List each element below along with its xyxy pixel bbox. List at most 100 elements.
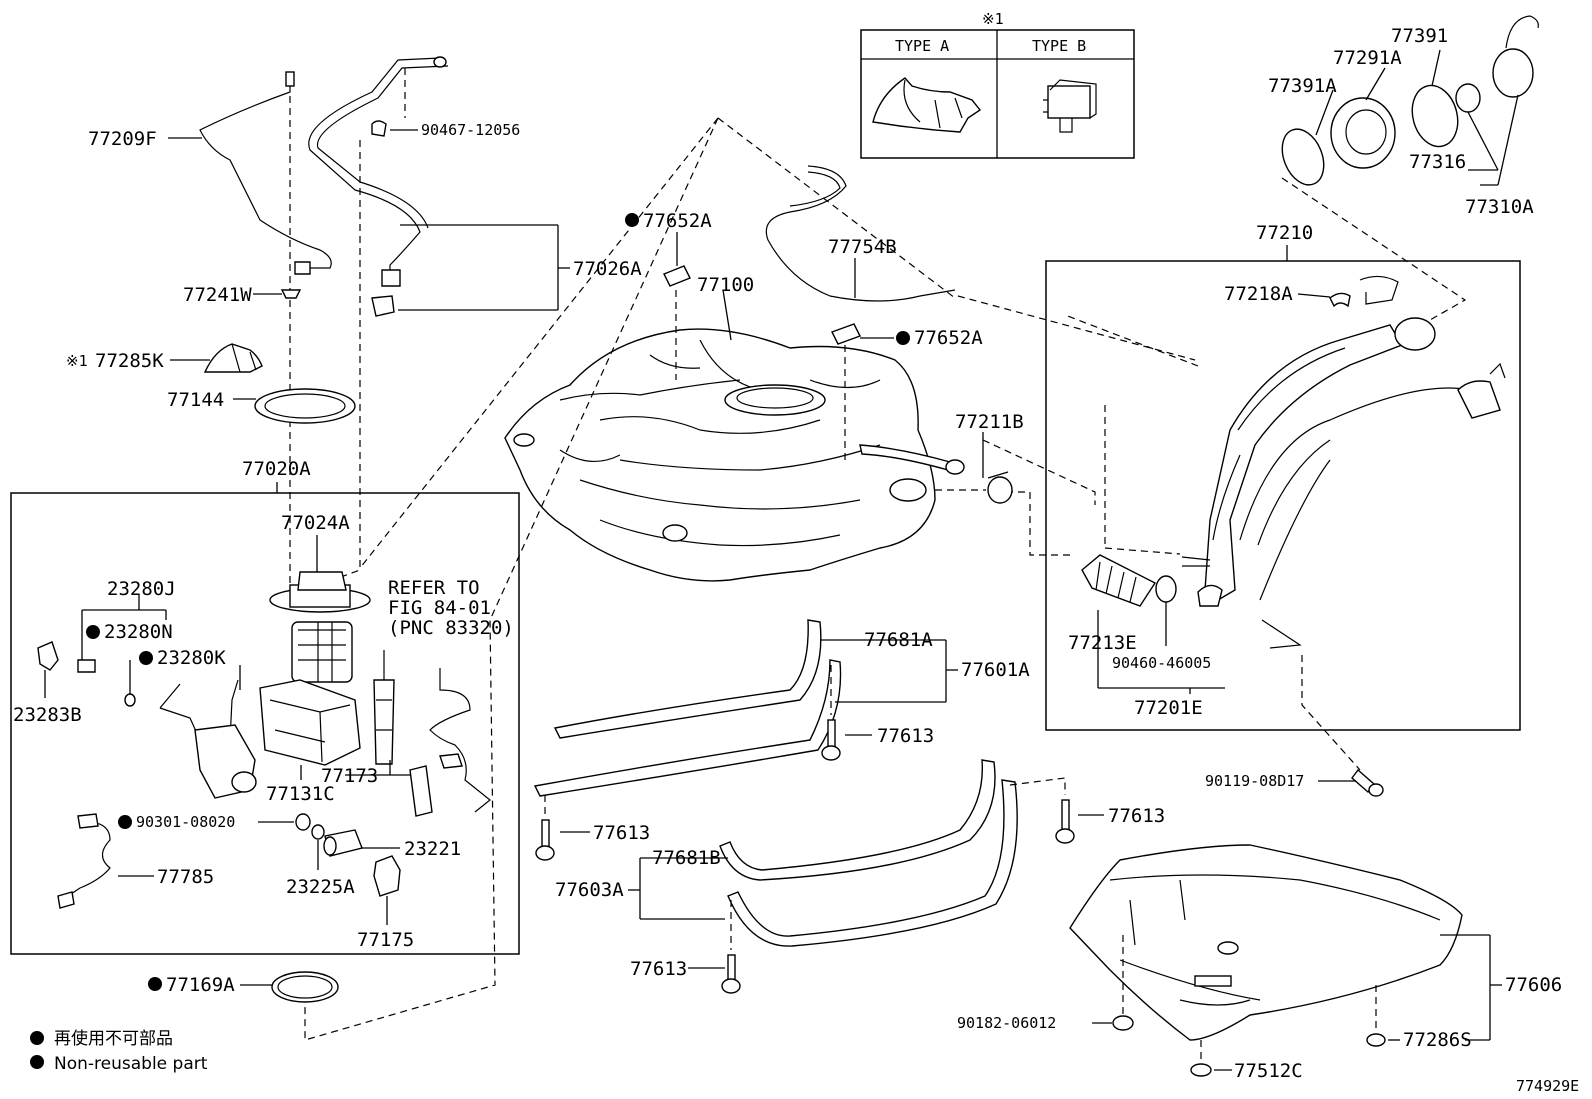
label-77754B: 77754B (828, 236, 897, 258)
type-b-label: TYPE B (1032, 37, 1086, 55)
clamp-90460 (1155, 575, 1177, 603)
fuel-pump-box: 77020A 77024A 77131C 77173 REFER TO FIG … (10, 458, 520, 955)
label-77169A: 77169A (166, 974, 235, 996)
label-90460-46005: 90460-46005 (1112, 654, 1211, 672)
gasket-77391A (1281, 128, 1325, 186)
label-77210: 77210 (1256, 222, 1313, 244)
label-90182-06012: 90182-06012 (957, 1014, 1056, 1032)
label-77681A: 77681A (864, 629, 933, 651)
label-90301-08020: 90301-08020 (136, 813, 235, 831)
bolt-77613-a: 77613 (821, 665, 934, 761)
bracket-77175 (373, 855, 401, 897)
label-23283B: 23283B (13, 704, 82, 726)
filter-77131C (259, 679, 361, 766)
label-77785: 77785 (157, 866, 214, 888)
label-77391A: 77391A (1268, 75, 1337, 97)
label-77652A-top: 77652A (643, 210, 712, 232)
label-77213E: 77213E (1068, 632, 1137, 654)
ring-77144: 77144 (167, 388, 356, 424)
bolt-77613-b: 77613 (535, 795, 650, 861)
fuel-tank-77100: 77100 (504, 274, 965, 582)
label-90467-12056: 90467-12056 (421, 121, 520, 139)
refer-line-2: FIG 84-01 (388, 597, 491, 619)
cap-77310A (1492, 48, 1534, 98)
tube-77026A: 77026A (308, 56, 642, 317)
label-90119-08D17: 90119-08D17 (1205, 772, 1304, 790)
clip-90182: 90182-06012 (957, 935, 1134, 1032)
sender-gauge-77173 (373, 679, 395, 765)
cover-77285K: ※1 77285K (66, 343, 263, 373)
label-77209F: 77209F (88, 128, 157, 150)
connector-23280N (77, 659, 96, 673)
label-77285K-mark: ※1 (66, 352, 88, 370)
band-77601A-group: 77681A 77601A (533, 619, 1030, 797)
label-77024A: 77024A (281, 512, 350, 534)
clip-77286S: 77286S (1366, 985, 1472, 1051)
diagram-code: 774929E (1516, 1077, 1579, 1095)
filler-cap-group: 77391 77291A 77391A 77316 77310A (1268, 15, 1539, 361)
ring-77316 (1455, 83, 1481, 113)
clip-77512C: 77512C (1190, 1040, 1303, 1082)
label-77512C: 77512C (1234, 1060, 1303, 1082)
legend-en-text: Non-reusable part (54, 1054, 208, 1074)
clip-23283B (37, 641, 59, 671)
label-77286S: 77286S (1403, 1029, 1472, 1051)
tube-77209F: 77209F (88, 71, 332, 610)
filler-neck (1394, 317, 1436, 351)
label-77175: 77175 (357, 929, 414, 951)
label-23225A: 23225A (286, 876, 355, 898)
label-77020A: 77020A (242, 458, 311, 480)
vent-tube-77754B: 77754B (765, 165, 1196, 361)
oring-23280K (124, 693, 136, 707)
legend-jp-text: 再使用不可部品 (54, 1028, 173, 1049)
label-77310A: 77310A (1465, 196, 1534, 218)
band-77603A-group: 77681B 77603A (555, 759, 1018, 947)
type-table-note-mark: ※1 (982, 10, 1004, 28)
gasket-77391 (1411, 84, 1459, 148)
label-23280K: 23280K (157, 647, 226, 669)
label-77285K: 77285K (95, 350, 164, 372)
type-a-cover-part (872, 77, 982, 133)
pad-77652A-top: 77652A (625, 210, 712, 380)
label-77100: 77100 (697, 274, 754, 296)
bolt-77613-c: 77613 (1009, 777, 1165, 844)
refer-line-1: REFER TO (388, 577, 480, 599)
bolt-90119: 90119-08D17 (1205, 655, 1384, 797)
label-77173: 77173 (321, 765, 378, 787)
label-77131C: 77131C (266, 783, 335, 805)
label-77211B: 77211B (955, 411, 1024, 433)
label-77026A: 77026A (573, 258, 642, 280)
label-77601A: 77601A (961, 659, 1030, 681)
label-23280N: 23280N (104, 621, 173, 643)
legend: 再使用不可部品 Non-reusable part (30, 1028, 208, 1074)
type-a-label: TYPE A (895, 37, 949, 55)
label-23221: 23221 (404, 838, 461, 860)
gasket-77169A: 77169A (148, 971, 339, 1003)
label-77201E: 77201E (1134, 697, 1203, 719)
label-77652A-mid: 77652A (914, 327, 983, 349)
label-23280J: 23280J (107, 578, 176, 600)
label-77218A: 77218A (1224, 283, 1293, 305)
label-77613-d: 77613 (630, 958, 687, 980)
label-77606: 77606 (1505, 974, 1562, 996)
clamp-77211B: 77211B (935, 411, 1096, 505)
type-b-bracket-part (1047, 85, 1091, 119)
label-77603A: 77603A (555, 879, 624, 901)
undercover-77606: 77606 (1069, 844, 1562, 1041)
label-77241W: 77241W (183, 284, 252, 306)
label-77391: 77391 (1391, 25, 1448, 47)
clamp-77218A (1329, 292, 1351, 308)
bolt-77613-d: 77613 (630, 900, 741, 994)
label-77681B: 77681B (652, 847, 721, 869)
label-77613-c: 77613 (1108, 805, 1165, 827)
label-77613-a: 77613 (877, 725, 934, 747)
label-77291A: 77291A (1333, 47, 1402, 69)
label-77144: 77144 (167, 389, 224, 411)
label-77613-b: 77613 (593, 822, 650, 844)
filler-pipe-77210 (1204, 324, 1404, 601)
clip-77241W: 77241W (183, 284, 302, 306)
refer-line-3: (PNC 83320) (388, 617, 514, 639)
hose-77213E (1081, 554, 1157, 607)
label-77316: 77316 (1409, 151, 1466, 173)
